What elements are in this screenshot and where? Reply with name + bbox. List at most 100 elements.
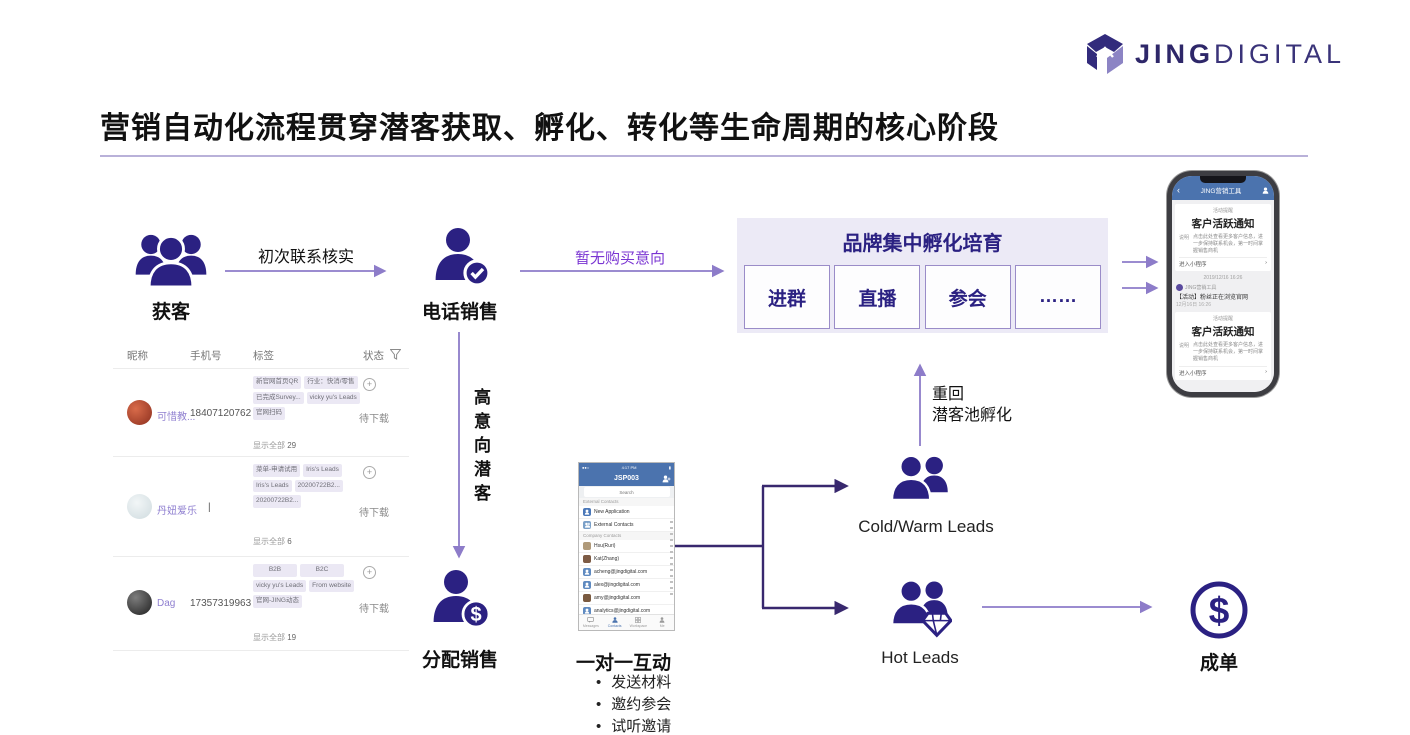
search-input[interactable] xyxy=(583,487,670,497)
section-company-contacts: Company Contacts xyxy=(579,532,674,540)
contact-photo xyxy=(583,594,591,602)
list-item-contact[interactable]: Kat(Zhang) xyxy=(579,553,674,566)
tab-messages[interactable]: Messages xyxy=(579,615,603,630)
jingdigital-logo: JINGDIGITAL xyxy=(1085,33,1345,75)
status-time: 4:17 PM xyxy=(621,464,637,470)
contact-avatar[interactable] xyxy=(127,494,152,519)
list-item-new-application[interactable]: New Application xyxy=(579,506,674,519)
card-caption: 活动提醒 xyxy=(1212,316,1233,323)
card-title: 客户活跃通知 xyxy=(1191,326,1255,339)
requeue-label: 重回 潜客池孵化 xyxy=(932,384,1012,426)
expand-plus-icon[interactable]: + xyxy=(363,466,376,479)
battery-icon: ▮ xyxy=(668,464,671,470)
list-item-contact[interactable]: acheng@jingdigital.com xyxy=(579,566,674,579)
app-status-bar: ●●○ 4:17 PM ▮ xyxy=(579,463,674,471)
tab-contacts[interactable]: Contacts xyxy=(603,615,627,630)
expand-plus-icon[interactable]: + xyxy=(363,378,376,391)
two-person-diamond-icon xyxy=(890,579,953,638)
bullet-item: 发送材料 xyxy=(596,672,671,694)
nurture-box: 品牌集中孵化培育 进群 直播 参会 …… xyxy=(737,218,1108,333)
hot-node xyxy=(888,576,953,638)
external-contacts-icon xyxy=(583,521,591,529)
contact-photo xyxy=(583,555,591,563)
tag-chip[interactable]: vicky yu's Leads xyxy=(253,579,307,592)
phone-nav-bar: ‹ JING营销工具 xyxy=(1172,176,1274,200)
tag-chip[interactable]: 官网扫码 xyxy=(253,407,285,420)
tag-chip[interactable]: 新官网首页QR xyxy=(253,376,302,389)
alphabet-index[interactable] xyxy=(670,521,673,599)
app-search-bar[interactable] xyxy=(579,486,674,498)
list-item-external-contacts[interactable]: External Contacts xyxy=(579,519,674,532)
tag-chip[interactable]: 官网-JING动态 xyxy=(253,595,302,608)
contacts-people-icon xyxy=(612,617,618,623)
tag-chip[interactable]: B2B xyxy=(253,564,297,577)
deal-label: 成单 xyxy=(1199,653,1238,674)
nurture-item-group: 进群 xyxy=(744,265,830,329)
card-field-label: 说明 xyxy=(1179,235,1190,241)
tag-chip[interactable]: 20200722B2... xyxy=(253,495,302,508)
list-item-contact[interactable]: alex@jingdigital.com xyxy=(579,579,674,592)
tag-chip[interactable]: 菜单-申请试用 xyxy=(253,464,301,477)
brand-digital: DIGITAL xyxy=(1214,38,1346,69)
tag-chip[interactable]: 20200722B2... xyxy=(294,479,343,492)
chevron-right-icon: › xyxy=(1265,368,1267,375)
contact-photo xyxy=(583,568,591,576)
list-item-contact[interactable]: amy@jingdigital.com xyxy=(579,592,674,605)
list-item-contact[interactable]: Hsu(Ruri) xyxy=(579,540,674,553)
card-description: 点击此处查看更多客户信息，进一步保持联系机会，第一时间掌握销售商机 xyxy=(1193,234,1264,254)
message-time: 12月16日 16:26 xyxy=(1176,302,1212,309)
phone-notch xyxy=(1200,176,1246,183)
assign-sales-label: 分配销售 xyxy=(421,650,498,671)
app-nav-bar: JSP003 xyxy=(579,471,674,486)
contact-name-link[interactable]: 丹妞爱乐 xyxy=(157,506,197,517)
contact-photo xyxy=(583,607,591,615)
tag-chip[interactable]: B2C xyxy=(300,564,344,577)
diamond-icon xyxy=(920,611,953,638)
sales-dollar-person-icon: $ xyxy=(433,570,491,629)
tab-me[interactable]: Me xyxy=(650,615,674,630)
tag-chip[interactable]: 已完成Survey... xyxy=(253,391,304,404)
profile-icon[interactable] xyxy=(1262,186,1269,194)
sender-avatar xyxy=(1176,284,1183,292)
show-all-link[interactable]: 显示全部 19 xyxy=(253,633,297,642)
nurture-item-more: …… xyxy=(1014,265,1101,329)
phone-nav-title: JING营销工具 xyxy=(1200,188,1242,195)
contact-avatar[interactable] xyxy=(127,590,152,615)
tag-chip[interactable]: Iris's Leads xyxy=(303,464,342,477)
contact-phone: | xyxy=(208,502,211,513)
new-application-icon xyxy=(583,508,591,516)
filter-funnel-icon[interactable] xyxy=(390,349,401,360)
nurture-item-event: 参会 xyxy=(924,265,1011,329)
crm-header-phone: 手机号 xyxy=(190,350,222,362)
jingdigital-logo-icon xyxy=(1087,34,1123,74)
show-all-link[interactable]: 显示全部 29 xyxy=(253,441,297,450)
mini-program-link[interactable]: 进入小程序› xyxy=(1179,257,1267,268)
app-tab-bar: Messages Contacts Workspace Me xyxy=(579,614,674,630)
expand-plus-icon[interactable]: + xyxy=(363,566,376,579)
tag-chip[interactable]: vicky yu's Leads xyxy=(306,391,360,404)
tag-chip[interactable]: 行业：快消/零售 xyxy=(304,376,358,389)
acquire-node xyxy=(133,228,209,290)
tag-chip[interactable]: From website xyxy=(309,579,355,592)
add-contact-icon[interactable] xyxy=(662,475,671,483)
chat-message: JING营销工具 【活动】粉丝正在浏览官网 12月16日 16:26 xyxy=(1176,284,1270,308)
nurture-items: 进群 直播 参会 …… xyxy=(737,265,1108,329)
back-chevron-icon[interactable]: ‹ xyxy=(1177,185,1180,195)
deal-node: $ xyxy=(1188,579,1250,641)
first-contact-label: 初次联系核实 xyxy=(257,249,354,266)
mini-program-link[interactable]: 进入小程序› xyxy=(1179,365,1267,377)
app-title: JSP003 xyxy=(614,475,639,482)
contact-status: 待下载 xyxy=(359,414,389,425)
card-field-label: 说明 xyxy=(1179,343,1190,350)
tag-chip[interactable]: Iris's Leads xyxy=(253,479,292,492)
card-caption: 活动提醒 xyxy=(1212,208,1233,214)
person-icon xyxy=(659,617,665,623)
telesales-label: 电话销售 xyxy=(421,302,498,323)
contact-avatar[interactable] xyxy=(127,400,152,425)
bullet-item: 邀约参会 xyxy=(596,694,671,716)
high-intent-label: 高意向潜客 xyxy=(471,388,490,508)
crm-divider xyxy=(113,556,409,557)
bullet-item: 试听邀请 xyxy=(596,716,671,735)
show-all-link[interactable]: 显示全部 6 xyxy=(253,537,292,546)
tab-workspace[interactable]: Workspace xyxy=(627,615,651,630)
